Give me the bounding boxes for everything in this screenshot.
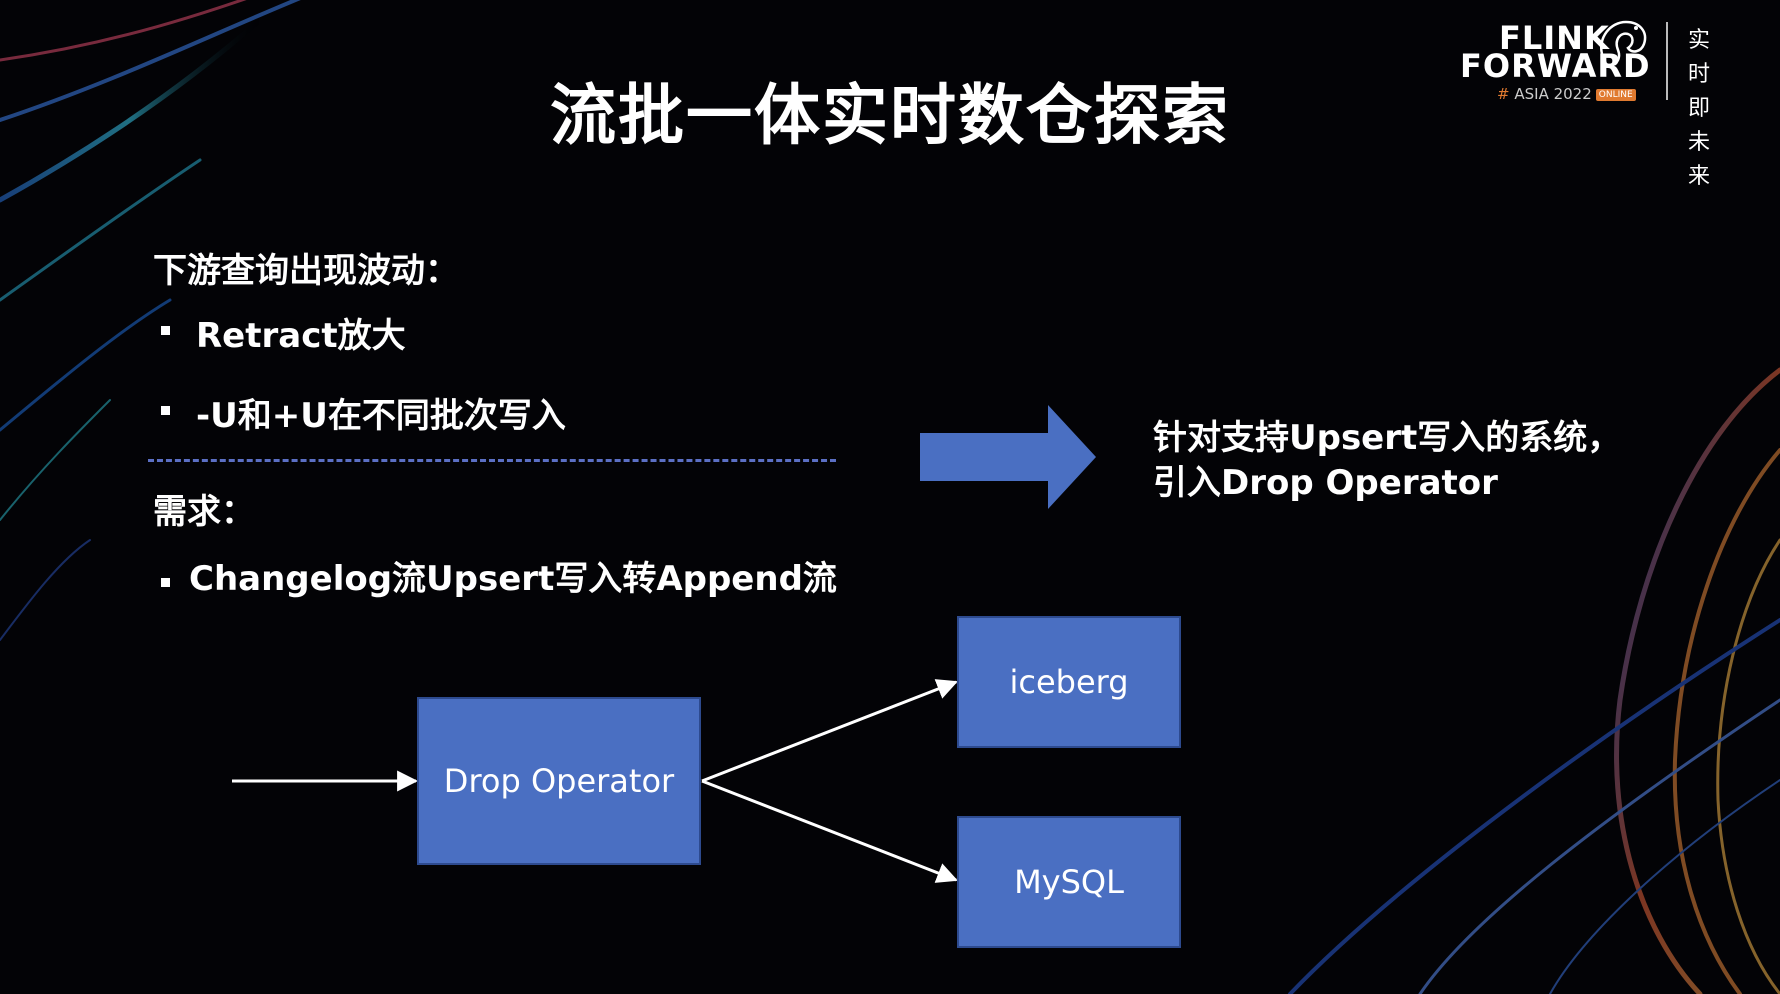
drop-operator-label: Drop Operator bbox=[443, 762, 675, 800]
iceberg-label: iceberg bbox=[1009, 663, 1129, 701]
bullet-marker bbox=[161, 578, 170, 587]
right-arrow-icon bbox=[920, 405, 1096, 509]
logo-online-badge: ONLINE bbox=[1595, 88, 1636, 101]
logo-tagline-2: 未来 bbox=[1688, 130, 1711, 189]
dashed-divider bbox=[148, 459, 836, 462]
logo-hash: # bbox=[1497, 85, 1510, 103]
bullet-marker bbox=[161, 326, 170, 335]
logo-forward: FORWARD bbox=[1460, 47, 1651, 85]
bullet-batch: -U和+U在不同批次写入 bbox=[196, 396, 566, 436]
bullet-changelog: Changelog流Upsert写入转Append流 bbox=[189, 559, 837, 599]
bullet-retract: Retract放大 bbox=[196, 316, 406, 356]
mysql-box: MySQL bbox=[957, 816, 1181, 948]
squirrel-icon bbox=[1599, 20, 1647, 67]
bullet-marker bbox=[161, 406, 170, 415]
arrow-to-iceberg bbox=[701, 679, 958, 783]
logo-tagline: 实时即未来 bbox=[1688, 24, 1728, 194]
conclusion-line1: 针对支持Upsert写入的系统， bbox=[1153, 418, 1622, 458]
logo-tagline-1: 实时即 bbox=[1688, 28, 1711, 121]
slide-title: 流批一体实时数仓探索 bbox=[550, 77, 1230, 154]
section2-heading: 需求： bbox=[153, 492, 255, 532]
logo-event-text: ASIA 2022 bbox=[1514, 85, 1592, 103]
logo-flink: FLINK bbox=[1499, 19, 1610, 57]
conclusion-line2: 引入Drop Operator bbox=[1153, 463, 1498, 503]
logo-divider bbox=[1666, 22, 1668, 100]
drop-operator-box: Drop Operator bbox=[417, 697, 701, 865]
section1-heading: 下游查询出现波动： bbox=[153, 251, 459, 291]
arrow-to-mysql bbox=[701, 779, 958, 883]
iceberg-box: iceberg bbox=[957, 616, 1181, 748]
mysql-label: MySQL bbox=[1014, 863, 1124, 901]
